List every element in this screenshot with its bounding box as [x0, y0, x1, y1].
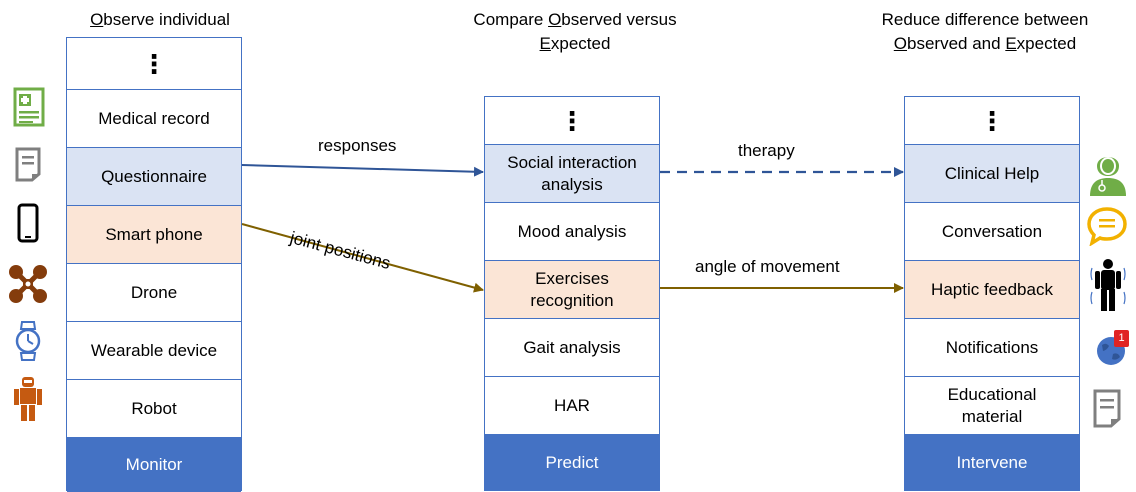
- intervene-column: ⋮ Clinical Help Conversation Haptic feed…: [904, 96, 1080, 491]
- monitor-column: ⋮ Medical record Questionnaire Smart pho…: [66, 37, 242, 492]
- angle-label: angle of movement: [695, 257, 840, 276]
- joint-positions-arrow: [241, 223, 484, 293]
- body-haptic-icon: [1090, 259, 1126, 311]
- monitor-header: Observe individual: [90, 10, 230, 29]
- smartwatch-icon: [15, 321, 41, 361]
- intervene-item-notifications: Notifications: [905, 319, 1079, 377]
- questionnaire-icon: [15, 147, 41, 182]
- monitor-item-questionnaire: Questionnaire: [67, 148, 241, 206]
- intervene-item-conversation: Conversation: [905, 203, 1079, 261]
- monitor-footer: Monitor: [67, 438, 241, 492]
- drone-icon: [9, 265, 47, 303]
- predict-item-har: HAR: [485, 377, 659, 435]
- intervene-header: Reduce difference between Observed and E…: [881, 10, 1089, 53]
- document-icon: [1093, 389, 1121, 428]
- predict-item-mood: Mood analysis: [485, 203, 659, 261]
- doctor-icon: [1090, 157, 1126, 196]
- predict-more: ⋮: [485, 97, 659, 145]
- therapy-label: therapy: [738, 141, 795, 160]
- monitor-more: ⋮: [67, 38, 241, 90]
- responses-arrow: [241, 164, 484, 177]
- medical-record-icon: [13, 87, 45, 127]
- intervene-item-educational: Educational material: [905, 377, 1079, 435]
- monitor-item-robot: Robot: [67, 380, 241, 438]
- intervene-footer: Intervene: [905, 435, 1079, 490]
- notification-badge: 1: [1114, 330, 1129, 347]
- predict-header: Compare Observed versus Expected: [473, 10, 677, 53]
- predict-item-exercises: Exercises recognition: [485, 261, 659, 319]
- responses-label: responses: [318, 136, 397, 155]
- monitor-item-drone: Drone: [67, 264, 241, 322]
- smartphone-icon: [17, 203, 39, 243]
- intervene-item-haptic: Haptic feedback: [905, 261, 1079, 319]
- chat-icon: [1087, 207, 1127, 246]
- predict-column: ⋮ Social interaction analysis Mood analy…: [484, 96, 660, 491]
- robot-icon: [14, 377, 42, 421]
- predict-item-gait: Gait analysis: [485, 319, 659, 377]
- monitor-item-medical-record: Medical record: [67, 90, 241, 148]
- intervene-item-clinical: Clinical Help: [905, 145, 1079, 203]
- predict-footer: Predict: [485, 435, 659, 490]
- monitor-item-smart-phone: Smart phone: [67, 206, 241, 264]
- monitor-item-wearable: Wearable device: [67, 322, 241, 380]
- notification-globe-icon: 1: [1096, 330, 1132, 366]
- intervene-more: ⋮: [905, 97, 1079, 145]
- predict-item-social: Social interaction analysis: [485, 145, 659, 203]
